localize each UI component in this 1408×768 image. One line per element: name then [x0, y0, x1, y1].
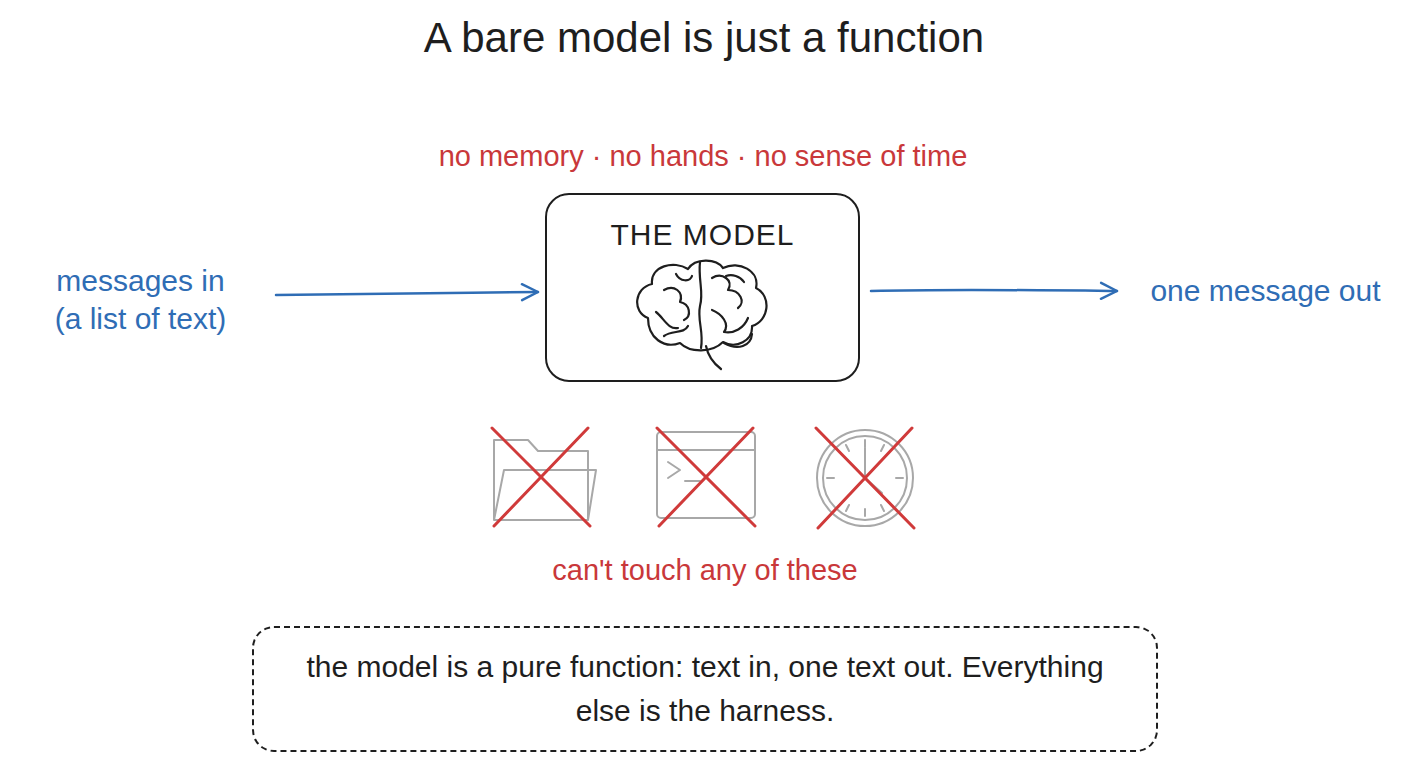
box-title: THE MODEL — [610, 217, 794, 253]
input-label: messages in (a list of text) — [48, 262, 233, 338]
diagram-title: A bare model is just a function — [204, 12, 1204, 64]
limits-note: no memory · no hands · no sense of time — [353, 137, 1053, 175]
limits-note: can't touch any of these — [405, 551, 1005, 589]
cross-mark — [816, 428, 914, 528]
summary-box: the model is a pure function: text in, o… — [252, 626, 1158, 752]
brain-icon — [637, 261, 766, 369]
model-box: THE MODEL — [545, 193, 860, 382]
box-text: the model is a pure function: text in, o… — [284, 645, 1126, 733]
input-arrow — [276, 292, 538, 295]
output-arrow — [871, 290, 1117, 291]
cross-mark — [657, 428, 755, 526]
cross-mark — [492, 428, 590, 526]
output-label: one message out — [1128, 272, 1403, 310]
